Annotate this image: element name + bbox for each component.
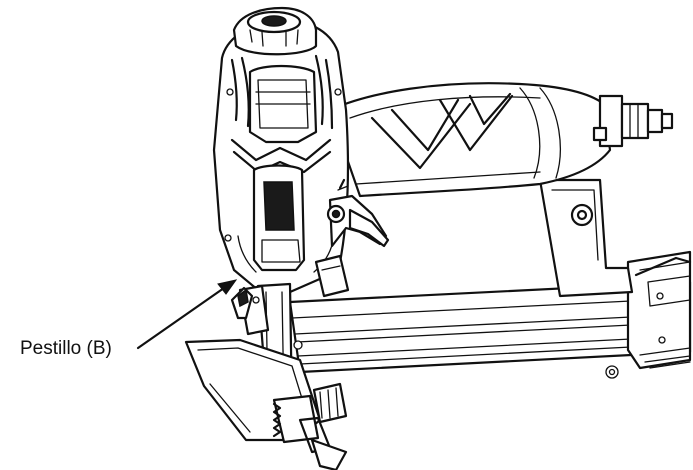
magazine-end-cap (626, 250, 692, 370)
depth-knob (312, 382, 348, 424)
trigger-assembly (314, 178, 390, 298)
air-inlet-fitting (592, 94, 674, 148)
motor-housing (212, 6, 350, 294)
callout-label-latch: Pestillo (B) (20, 338, 112, 359)
latch-b (230, 286, 254, 320)
rear-bracket (538, 178, 634, 298)
base-plate (184, 338, 348, 470)
callout-arrow (136, 279, 238, 350)
handle-grip (328, 82, 612, 198)
